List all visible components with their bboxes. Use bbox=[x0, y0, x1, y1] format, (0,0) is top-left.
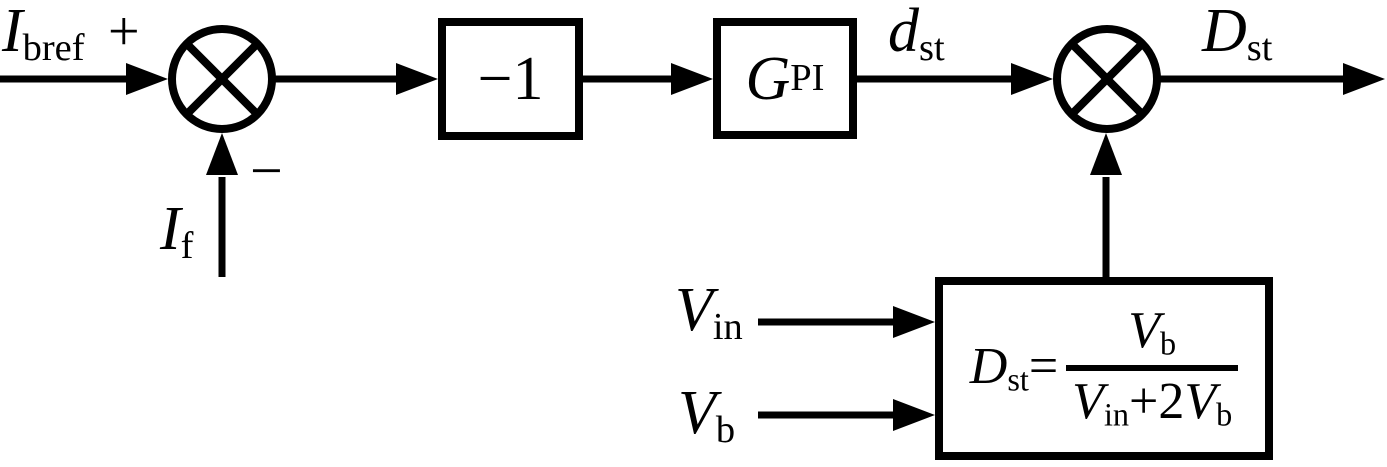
formula-equals: = bbox=[1028, 337, 1059, 395]
formula-den-first-sub: in bbox=[1103, 396, 1130, 433]
arrowhead-feedback-up bbox=[206, 133, 238, 175]
dst-output-sub: st bbox=[1246, 27, 1273, 70]
dst-signal-sub: st bbox=[919, 27, 945, 70]
fraction-bar bbox=[1066, 365, 1239, 371]
gpi-base: G bbox=[745, 44, 791, 113]
if-base: I bbox=[160, 195, 181, 263]
vin-sub: in bbox=[712, 306, 743, 349]
pi-box bbox=[713, 18, 857, 139]
arrowhead-input bbox=[126, 63, 168, 95]
inverter-block-label: −1 bbox=[477, 45, 544, 113]
label-ibref: Ibref bbox=[2, 0, 85, 68]
label-vb: Vb bbox=[678, 382, 735, 450]
inverter-box bbox=[438, 18, 583, 140]
label-if: If bbox=[160, 198, 193, 266]
formula-numerator: Vb bbox=[1122, 305, 1182, 360]
formula-lhs-base: D bbox=[969, 337, 1008, 395]
arrowhead-into-inverter bbox=[396, 63, 438, 95]
vb-sub: b bbox=[715, 409, 736, 452]
plus-sign: + bbox=[108, 1, 140, 63]
formula-den-second-sub: b bbox=[1216, 396, 1233, 433]
formula-lhs-sub: st bbox=[1007, 361, 1029, 398]
vb-base: V bbox=[678, 379, 716, 447]
label-dst-signal: dst bbox=[888, 0, 945, 68]
formula-num-sub: b bbox=[1160, 325, 1177, 362]
formula-den-op: +2 bbox=[1129, 373, 1185, 430]
summing-junction-icon bbox=[168, 25, 276, 133]
arrowhead-output bbox=[1343, 63, 1385, 95]
formula-den-first-base: V bbox=[1072, 373, 1104, 430]
label-dst-output: Dst bbox=[1202, 0, 1272, 68]
gpi-sub: PI bbox=[790, 57, 825, 100]
formula-denominator: Vin+2Vb bbox=[1066, 376, 1238, 431]
if-sub: f bbox=[180, 225, 194, 268]
ibref-base: I bbox=[2, 0, 23, 65]
arrowhead-formula-up bbox=[1090, 133, 1122, 175]
arrowhead-vin bbox=[893, 306, 935, 338]
formula-den-second-base: V bbox=[1184, 373, 1217, 430]
multiplier-junction-icon bbox=[1053, 25, 1161, 133]
formula: Dst= Vb Vin+2Vb bbox=[941, 283, 1267, 453]
arrowhead-into-multiplier bbox=[1011, 63, 1053, 95]
formula-num-base: V bbox=[1128, 302, 1161, 360]
minus-sign: − bbox=[250, 138, 283, 203]
arrowhead-into-pi bbox=[671, 63, 713, 95]
arrowhead-vb bbox=[893, 399, 935, 431]
formula-lhs: Dst= bbox=[969, 337, 1059, 398]
formula-fraction: Vb Vin+2Vb bbox=[1066, 305, 1239, 431]
ibref-sub: bref bbox=[22, 27, 85, 70]
dst-signal-base: d bbox=[888, 0, 919, 65]
label-vin: Vin bbox=[675, 279, 743, 347]
vin-base: V bbox=[675, 276, 713, 344]
dst-output-base: D bbox=[1202, 0, 1247, 65]
